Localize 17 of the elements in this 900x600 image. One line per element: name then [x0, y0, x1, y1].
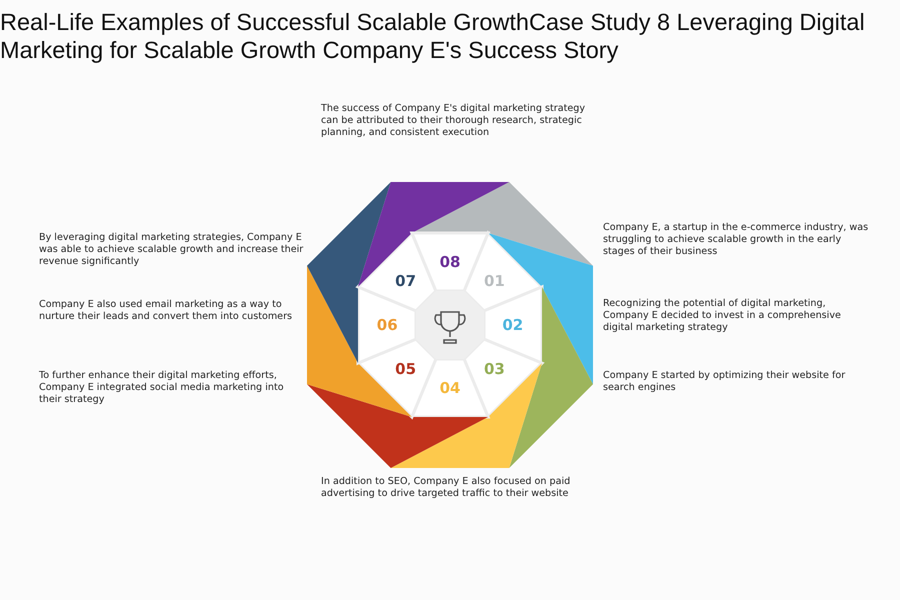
step-number: 07 — [395, 272, 416, 290]
step-number: 01 — [484, 272, 505, 290]
step-description: Company E started by optimizing their website for search engines — [603, 370, 846, 394]
step-number: 05 — [395, 360, 416, 378]
step-number: 03 — [484, 360, 505, 378]
step-description: Recognizing the potential of digital marketing, Company E decided to invest in a comprehensive digital marketing strategy — [603, 298, 842, 334]
title: Real-Life Examples of Successful Scalable GrowthCase Study 8 Leveraging Digital Marketing for Scalable Growth Company E's Success Story — [0, 8, 866, 64]
step-number: 02 — [502, 316, 524, 334]
step-description: The success of Company E's digital marketing strategy can be attributed to their thorough research, strategic planning, and consistent execution — [321, 103, 586, 139]
step-number: 04 — [440, 378, 460, 397]
step-description: Company E also used email marketing as a way to nurture their leads and convert them into customers — [39, 299, 294, 323]
step-description: To further enhance their digital marketing efforts, Company E integrated social media marketing into their strategy — [39, 370, 285, 406]
step-description: Company E, a startup in the e-commerce industry, was struggling to achieve scalable growth in the early stages of their business — [603, 222, 870, 258]
step-number: 06 — [376, 316, 398, 334]
step-description: In addition to SEO, Company E also focused on paid advertising to drive targeted traffic to their website — [321, 476, 571, 500]
step-number: 08 — [440, 253, 460, 272]
step-description: By leveraging digital marketing strategies, Company E was able to achieve scalable growth and increase their revenue significantly — [39, 232, 304, 268]
